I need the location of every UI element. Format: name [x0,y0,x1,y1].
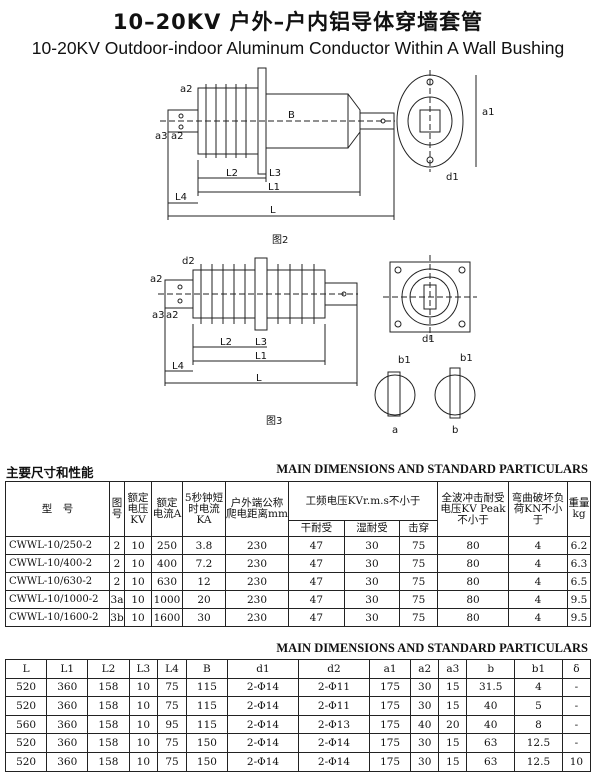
fig2-label-B: B [288,110,295,121]
col-freq-voltage: 工频电压KVr.m.s不小于 [288,481,438,521]
col-creepage: 户外端公称爬电距离mm [225,481,289,537]
table-row: CWWL-10/630-2 2 10 630 12 230 47 30 75 8… [5,572,591,591]
dimensions-header-row: L L1 L2 L3 L4 B d1 d2 a1 a2 a3 b b1 δ [4,659,592,679]
page-title-en: 10-20KV Outdoor-indoor Aluminum Conducto… [31,38,565,58]
table-row: CWWL-10/250-2 2 10 250 3.8 230 47 30 75 … [5,536,591,555]
fig3-label-b1-b: b1 [460,353,473,364]
fig2-label-a2: a2 [171,131,184,142]
fig3-label-a3: a3 [152,310,165,321]
col-weight: 重量kg [567,481,591,537]
table-row: CWWL-10/1000-2 3a 10 1000 20 230 47 30 7… [5,590,591,609]
fig2-label-d1: d1 [446,172,459,183]
particulars-table: 型 号 图号 额定电压KV 额定电流A 5秒钟短时电流KA 户外端公称爬电距离m… [5,481,591,627]
fig3-label-d2: d2 [182,256,195,267]
section1-title-en: MAIN DIMENSIONS AND STANDARD PARTICULARS [276,462,588,476]
fig2-drawing [160,67,477,220]
technical-drawings: a2 a3 a2 L2 L3 L1 L4 L B a1 d1 图2 a2 d2 … [150,67,495,436]
col-short-current: 5秒钟短时电流KA [182,481,226,537]
fig2-label-L2: L2 [226,168,238,179]
fig3-label-a2: a2 [166,310,179,321]
table-row: CWWL-10/1600-2 3b 10 1600 30 230 47 30 7… [5,608,591,627]
fig2-label-a1: a1 [482,107,495,118]
fig3-label-L1: L1 [255,351,267,362]
col-current: 额定电流A [151,481,183,537]
fig2-label-a3: a3 [155,131,168,142]
section1-title-cn: 主要尺寸和性能 [6,465,94,480]
col-model: 型 号 [5,481,110,537]
fig3-label-detail-b: b [452,425,458,436]
fig3-label-L2: L2 [220,337,232,348]
fig2-caption: 图2 [272,234,288,246]
fig3-label-d1: d1 [422,334,435,345]
fig2-label-L3: L3 [269,168,281,179]
fig3-label-L4: L4 [172,361,184,372]
fig2-label-a2-top: a2 [180,84,193,95]
table-row: CWWL-10/400-2 2 10 400 7.2 230 47 30 75 … [5,554,591,573]
fig3-label-detail-a: a [392,425,398,436]
fig2-label-L: L [270,205,276,216]
fig3-drawing [158,255,477,419]
col-wet: 湿耐受 [343,520,401,537]
fig3-label-a2-top: a2 [150,274,163,285]
col-bending: 弯曲破坏负荷KN不小于 [508,481,568,537]
col-impulse: 全波冲击耐受电压KV Peak不小于 [437,481,509,537]
fig3-label-b1-a: b1 [398,355,411,366]
col-voltage: 额定电压KV [124,481,152,537]
fig3-label-L: L [256,373,262,384]
page-title-cn: 10–20KV 户外–户内铝导体穿墙套管 [112,10,484,34]
col-dry: 干耐受 [288,520,345,537]
section2-title-en: MAIN DIMENSIONS AND STANDARD PARTICULARS [276,641,588,655]
col-fig: 图号 [109,481,125,537]
fig2-label-L4: L4 [175,192,187,203]
fig3-caption: 图3 [266,415,282,427]
col-breakdown: 击穿 [399,520,438,537]
fig3-label-L3: L3 [255,337,267,348]
fig2-label-L1: L1 [268,182,280,193]
dimensions-table: L L1 L2 L3 L4 B d1 d2 a1 a2 a3 b b1 δ 52… [4,659,592,772]
